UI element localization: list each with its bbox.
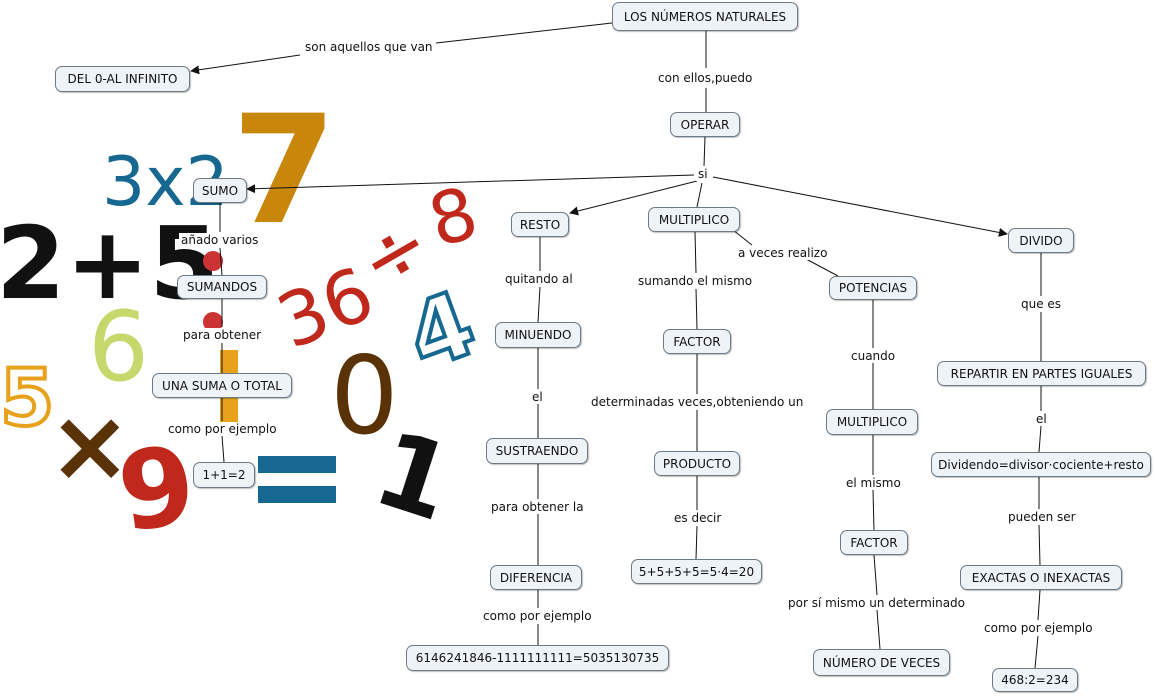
link-label-para-obtener: para obtener — [181, 328, 264, 342]
link-label-como-ejemplo-resta: como por ejemplo — [481, 609, 594, 623]
link-label-que-es: que es — [1019, 297, 1064, 311]
concept-factor-2[interactable]: FACTOR — [840, 530, 908, 555]
connector-line — [1038, 425, 1042, 453]
dot-upper-decoration — [203, 251, 223, 271]
equals-bottom-bar-decoration — [258, 486, 336, 503]
link-label-determinadas: determinadas veces,obteniendo un — [589, 395, 806, 409]
connector-line — [537, 286, 541, 323]
link-label-el-mismo: el mismo — [844, 476, 903, 490]
link-label-es-decir: es decir — [672, 511, 724, 525]
link-label-son-aquellos: son aquellos que van — [303, 40, 435, 54]
concept-operar[interactable]: OPERAR — [670, 112, 740, 137]
digit-5-decoration: 5 — [0, 354, 54, 444]
concept-dividendo[interactable]: Dividendo=divisor·cociente+resto — [931, 452, 1151, 477]
connector-line — [703, 136, 706, 167]
connector-line — [732, 229, 753, 246]
connector-line — [695, 525, 698, 560]
dot-lower-decoration — [203, 312, 223, 332]
link-label-sumando: sumando el mismo — [636, 274, 755, 288]
digit-6-decoration: 6 — [88, 291, 149, 403]
link-label-como-ejemplo-div: como por ejemplo — [982, 621, 1095, 635]
link-label-el-divide: el — [1034, 412, 1049, 426]
concept-sumo[interactable]: SUMO — [193, 178, 247, 203]
concept-factor[interactable]: FACTOR — [663, 329, 731, 354]
connector-line — [190, 54, 301, 75]
concept-resto[interactable]: RESTO — [511, 212, 569, 237]
link-label-como-ejemplo-suma: como por ejemplo — [166, 422, 279, 436]
link-label-anado: añado varios — [179, 233, 261, 247]
connector-line — [435, 22, 613, 44]
concept-minuendo[interactable]: MINUENDO — [495, 322, 581, 348]
connector-line — [219, 247, 223, 276]
link-label-para-obtener-la: para obtener la — [489, 500, 586, 514]
text-2plus5-decoration: 2+5 — [0, 205, 219, 322]
concept-infinito[interactable]: DEL 0-AL INFINITO — [55, 66, 190, 92]
concept-exactas[interactable]: EXACTAS O INEXACTAS — [960, 565, 1122, 590]
link-label-el-resta: el — [530, 390, 545, 404]
link-label-a-veces: a veces realizo — [736, 246, 830, 260]
concept-ejemplo-div[interactable]: 468:2=234 — [992, 668, 1078, 692]
connector-line — [246, 174, 695, 194]
concept-repartir[interactable]: REPARTIR EN PARTES IGUALES — [937, 361, 1146, 386]
link-label-por-si: por sí mismo un determinado — [786, 596, 968, 610]
concept-ejemplo-resta[interactable]: 6146241846-1111111111=5035130735 — [406, 645, 669, 671]
connector-line — [221, 435, 225, 463]
connector-line — [1038, 524, 1041, 566]
concept-ejemplo-mult[interactable]: 5+5+5+5=5·4=20 — [631, 559, 762, 584]
concept-multiplico[interactable]: MULTIPLICO — [648, 207, 740, 232]
concept-diferencia[interactable]: DIFERENCIA — [490, 565, 582, 590]
connector-line — [1037, 589, 1041, 621]
link-label-cuando: cuando — [849, 349, 898, 363]
connector-line — [694, 231, 697, 274]
connector-line — [696, 182, 703, 208]
digit-4-decoration: 4 — [394, 271, 489, 391]
digit-9-decoration: 9 — [111, 423, 203, 557]
connector-line — [805, 258, 839, 277]
link-label-si: si — [696, 167, 710, 181]
link-label-con-ellos: con ellos,puedo — [656, 71, 755, 85]
concept-numero-veces[interactable]: NÚMERO DE VECES — [813, 649, 950, 676]
concept-divido[interactable]: DIVIDO — [1008, 228, 1074, 253]
concept-potencias[interactable]: POTENCIAS — [829, 276, 917, 300]
concept-sustraendo[interactable]: SUSTRAENDO — [486, 438, 588, 464]
connector-line — [872, 489, 875, 531]
connector-line — [569, 180, 698, 216]
connector-line — [712, 176, 1008, 237]
connector-line — [1034, 635, 1039, 669]
connector-line — [695, 288, 698, 330]
concept-naturales[interactable]: LOS NÚMEROS NATURALES — [612, 2, 798, 31]
concept-multiplico-2[interactable]: MULTIPLICO — [826, 409, 918, 435]
link-label-quitando: quitando al — [503, 272, 575, 286]
digit-7-decoration: 7 — [232, 84, 336, 258]
connector-line — [876, 609, 881, 650]
concept-sumandos[interactable]: SUMANDOS — [177, 275, 267, 299]
concept-suma-total[interactable]: UNA SUMA O TOTAL — [152, 373, 292, 398]
link-label-pueden-ser: pueden ser — [1006, 510, 1078, 524]
connector-line — [873, 554, 878, 596]
times-sign-decoration: × — [48, 387, 132, 504]
concept-producto[interactable]: PRODUCTO — [654, 451, 740, 476]
digit-0-decoration: 0 — [330, 334, 399, 459]
equals-top-bar-decoration — [258, 456, 336, 473]
concept-ejemplo-suma[interactable]: 1+1=2 — [193, 462, 255, 488]
